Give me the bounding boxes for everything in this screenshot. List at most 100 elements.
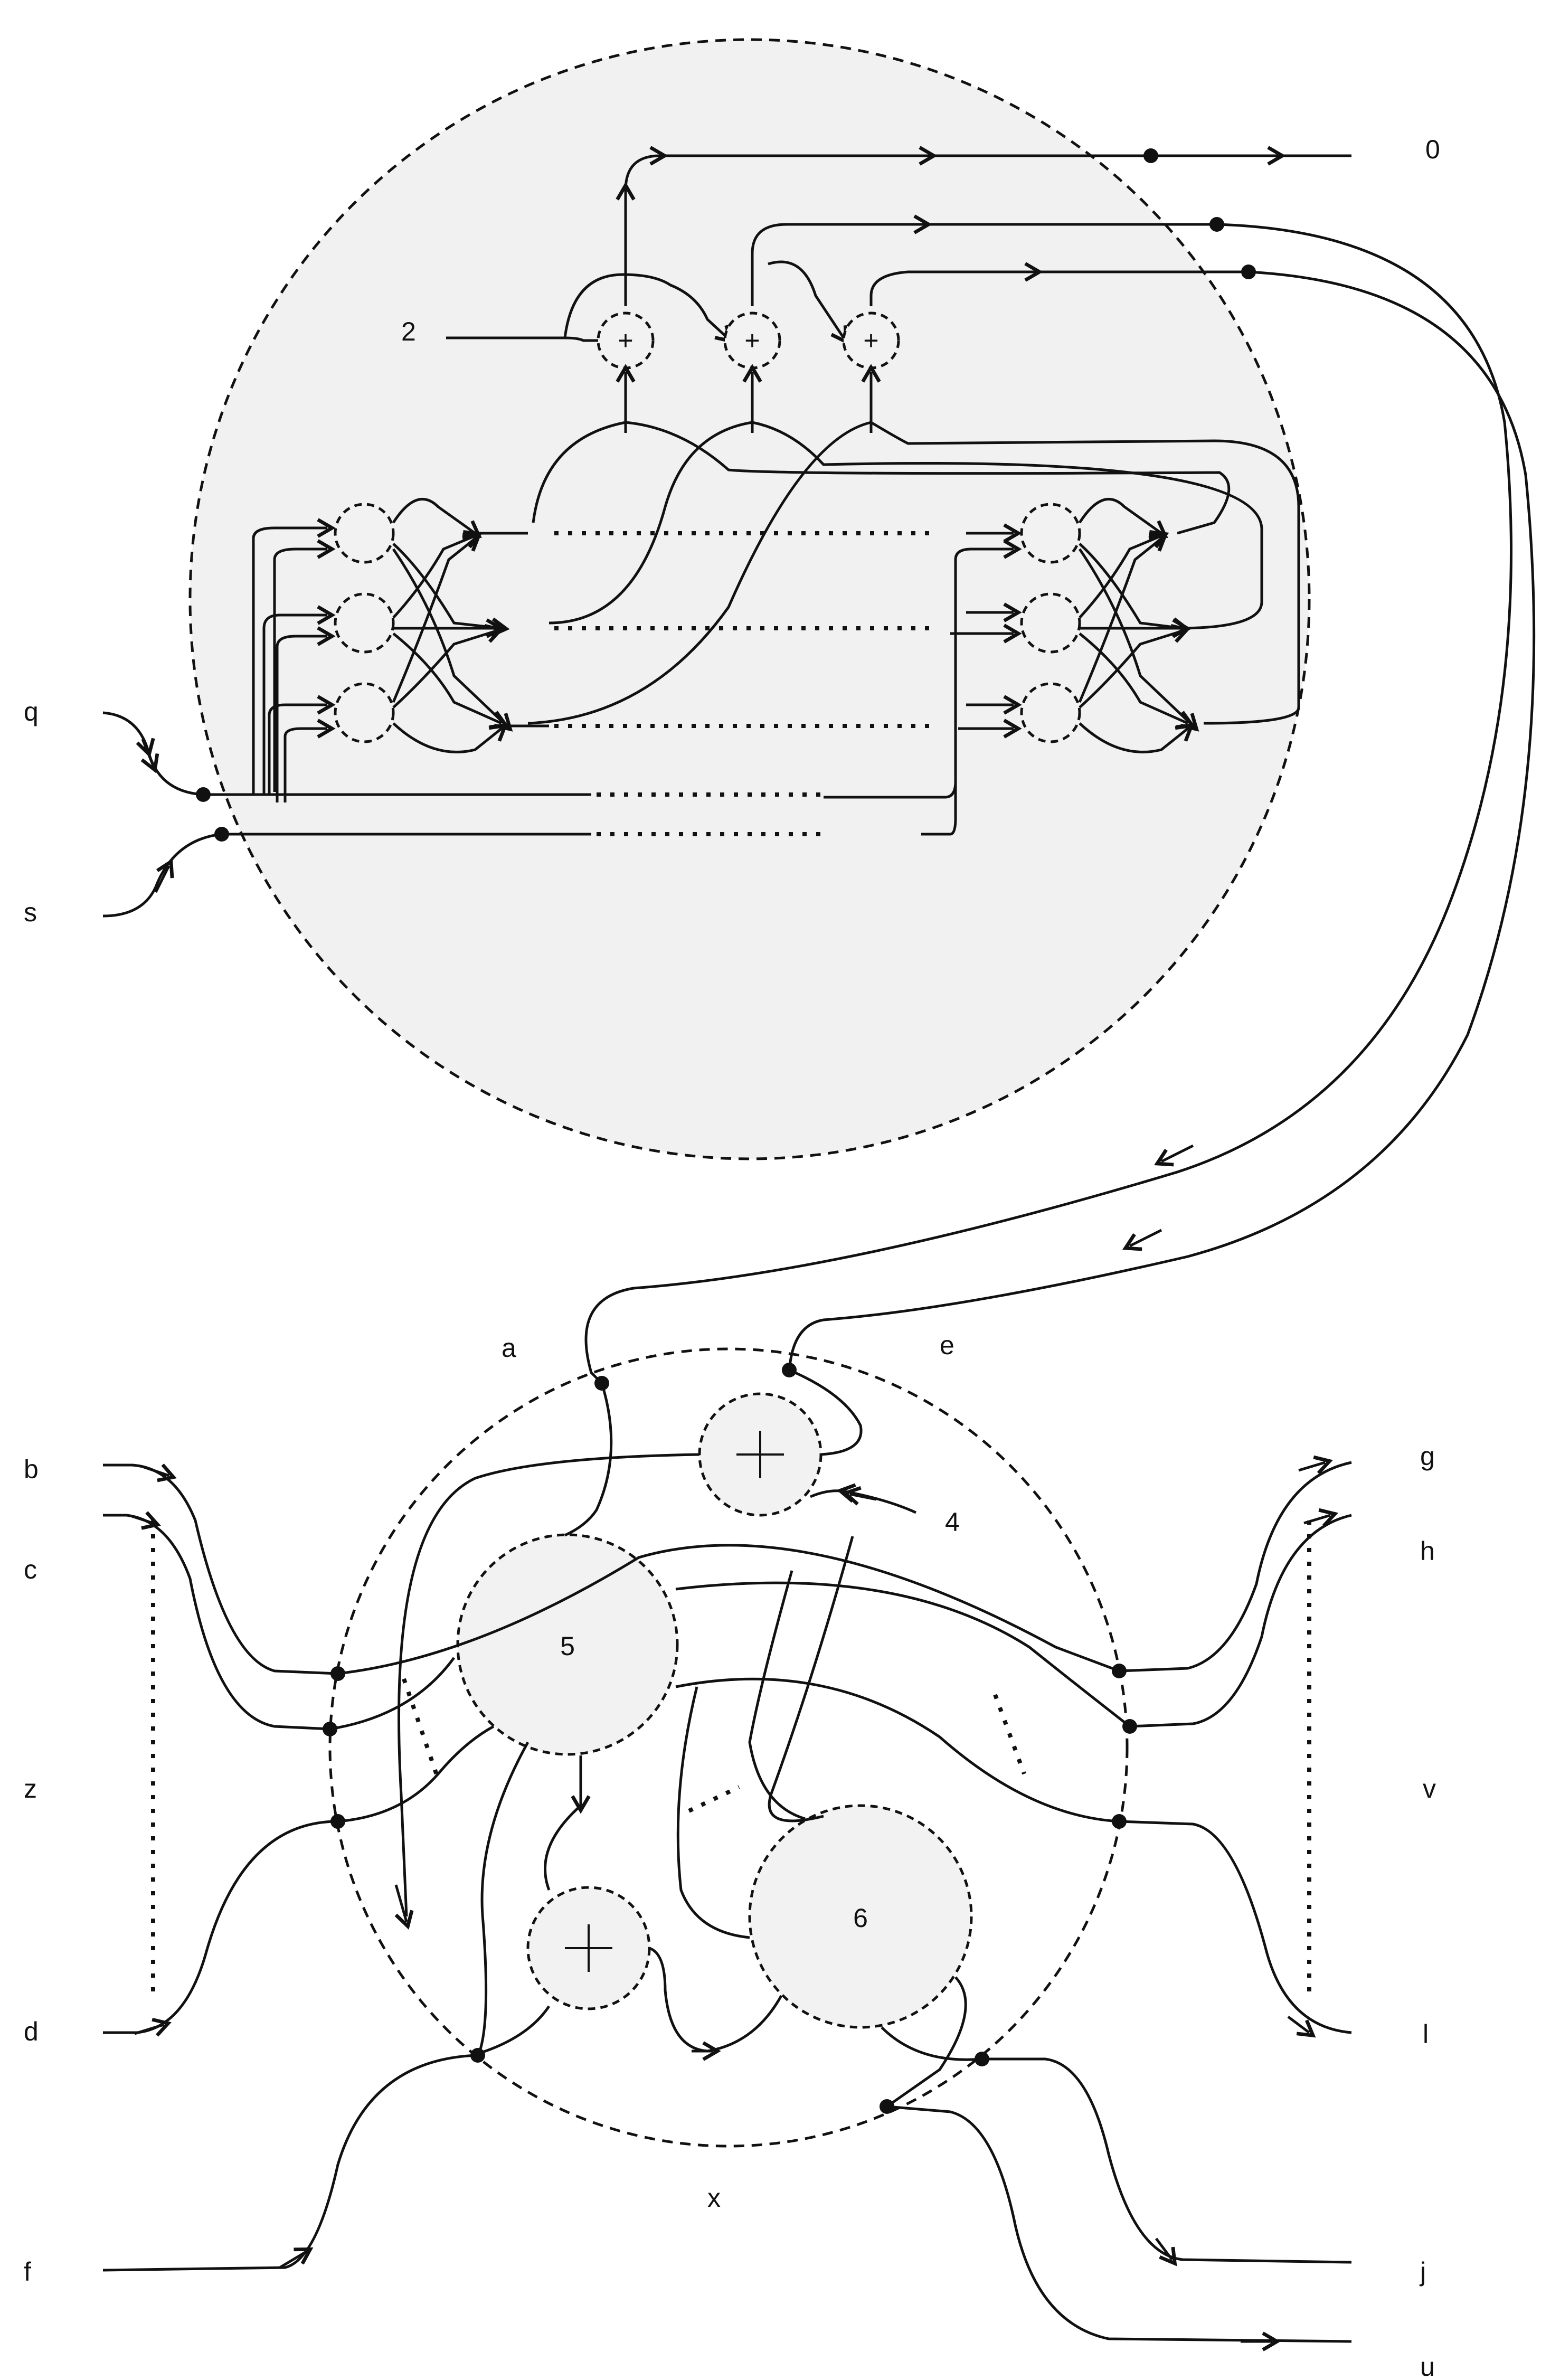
wire-adder-1-fan-right (625, 421, 1231, 535)
label-g: g (1420, 1441, 1435, 1471)
label-l: l (1423, 2019, 1429, 2049)
wire-output-j (982, 2057, 1352, 2264)
wire-output-u (886, 2105, 1352, 2343)
junction-q (196, 787, 211, 802)
wire-output-third (869, 270, 1249, 306)
wire-input-4-arrow (842, 1486, 877, 1506)
node-5: 5 (456, 1533, 679, 1756)
label-s: s (24, 898, 37, 927)
top-left-node-bank (252, 498, 513, 802)
wire-output-g (1119, 1461, 1352, 1673)
wire-link-second-to-a (584, 223, 1512, 1387)
node-5-label: 5 (560, 1631, 575, 1661)
wire-adder-to-6 (649, 1947, 708, 2053)
wire-6-to-j (881, 2026, 982, 2061)
wire-input-s (102, 833, 222, 918)
wire-6-to-u (886, 1976, 967, 2108)
top-left-node-2 (334, 592, 395, 654)
adder-top-2: + (723, 311, 781, 370)
top-right-node-1 (1020, 503, 1081, 564)
bottom-module-dashed-border (328, 1347, 1129, 2148)
node-6: 6 (748, 1804, 973, 2029)
wire-adder-left-arrow (394, 1884, 414, 1930)
wire-5-to-lower-adder (544, 1805, 582, 1891)
dotted-left-b-c (402, 1678, 440, 1780)
wire-input-b-arrow (142, 1463, 177, 1482)
wire-e-into-adder (789, 1368, 863, 1456)
label-c: c (24, 1555, 37, 1584)
junction-output-0 (1143, 148, 1158, 163)
label-4: 4 (945, 1507, 960, 1537)
wire-b-through (337, 1544, 1120, 1675)
wire-link-third-to-e (788, 270, 1536, 1373)
wire-output-second (751, 223, 1214, 306)
adder-bottom-upper (698, 1392, 822, 1517)
label-x: x (707, 2183, 721, 2213)
label-v: v (1423, 1774, 1436, 1803)
adder-top-3: + (842, 311, 900, 370)
wire-input-c (103, 1514, 330, 1731)
wire-output-l (1119, 1820, 1352, 2034)
wire-output-g-arrow (1298, 1455, 1334, 1475)
wire-input-b (103, 1463, 338, 1675)
wire-input-2-branch (563, 273, 734, 344)
wire-5-to-f (476, 1741, 530, 2057)
wire-4-to-6-b (748, 1570, 806, 1820)
label-z: z (24, 1774, 37, 1803)
wire-lower-adder-out (477, 2005, 551, 2055)
dotted-center (688, 1785, 740, 1813)
wire-adder-2-fan-left (549, 421, 753, 625)
wire-d-in (103, 1820, 338, 2034)
junction-b (330, 1666, 345, 1681)
wire-branch-2 (768, 260, 848, 345)
wire-adder-1-fan-left (532, 421, 626, 523)
adder-bottom-lower (526, 1886, 651, 2010)
wire-adder-3-fan-left (527, 421, 872, 725)
top-left-node-1 (334, 503, 395, 564)
wire-output-h (1129, 1514, 1352, 1728)
node-6-label: 6 (853, 1903, 868, 1933)
wire-input-4 (810, 1483, 917, 1514)
wire-input-c-arrow (131, 1511, 161, 1530)
wire-d-into-5 (337, 1725, 495, 1823)
label-j: j (1419, 2257, 1426, 2287)
wire-input-d-arrow (134, 2017, 172, 2037)
label-0: 0 (1425, 135, 1440, 164)
wire-input-q-arrow (140, 739, 159, 773)
junction-d (330, 1814, 345, 1829)
adder-top-1: + (597, 311, 655, 370)
wire-adder-3-fan-right (870, 421, 1300, 725)
junction-s (214, 827, 229, 842)
wire-a-into-5 (564, 1383, 613, 1537)
wire-input-f (102, 2054, 478, 2272)
wire-input-q (102, 711, 204, 796)
top-left-node-3 (334, 682, 395, 743)
wire-adder-to-left (398, 1453, 700, 1917)
label-b: b (24, 1455, 39, 1484)
top-module-boundary (190, 40, 1309, 1159)
label-q: q (24, 697, 39, 726)
wire-output-j-arrow (1155, 2237, 1177, 2266)
wire-c-through (329, 1657, 456, 1731)
adder-top-2-sign: + (744, 326, 760, 355)
wire-output-l-arrow (1287, 2016, 1316, 2038)
top-module-dashed-border (188, 38, 1311, 1160)
wire-input-s-arrow (154, 858, 174, 893)
label-a: a (502, 1333, 516, 1363)
top-right-node-3 (1020, 682, 1081, 743)
wire-input-f-arrow (279, 2247, 314, 2269)
adder-top-3-sign: + (863, 326, 878, 355)
junction-c (323, 1722, 337, 1736)
adder-top-1-sign: + (618, 326, 633, 355)
label-h: h (1420, 1536, 1435, 1566)
wire-adder-2-fan-right (752, 421, 1263, 630)
label-f: f (24, 2257, 31, 2287)
wire-5-to-h (675, 1581, 1131, 1727)
label-e: e (940, 1330, 954, 1360)
wire-4-to-6 (768, 1536, 854, 1822)
wire-6-in-upper (707, 1995, 783, 2053)
wire-5-to-6-loop (676, 1686, 750, 1939)
bottom-module: 5 6 (103, 1347, 1137, 2148)
top-module: + + + (102, 38, 1351, 1160)
